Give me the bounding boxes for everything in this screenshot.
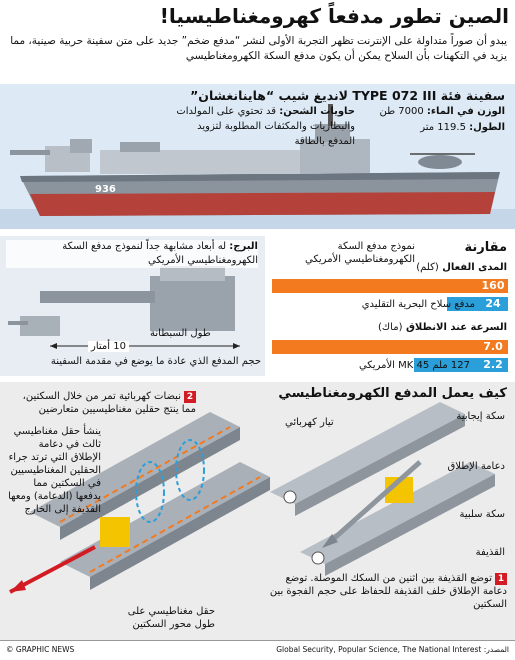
speed-conventional-value: 2.2 [478,358,508,372]
sources: المصدر: Global Security, Popular Science… [276,645,509,654]
range-railgun-value: 160 [478,279,508,293]
displacement-value: 7000 طن [379,106,424,117]
speed-conventional-bar [414,358,478,372]
range-conventional-value: 24 [478,297,508,311]
range-label: المدى الفعال [442,262,507,273]
negative-rail-label: سكة سلبية [459,509,505,520]
step-2b-text: ينشأ حقل مغناطيسي ثالث في دعامة الإطلاق … [8,426,101,515]
ordinary-gun-note: حجم المدفع الذي عادة ما يوضع في مقدمة ال… [50,356,261,367]
current-label: تيار كهربائي [285,417,334,428]
footer: © GRAPHIC NEWS المصدر: Global Security, … [0,640,515,660]
speed-railgun-bar [272,340,478,354]
turret-label: البرج: [229,241,258,252]
positive-rail-label: سكة إيجابية [456,411,505,422]
speed-unit: (ماك) [378,322,403,333]
railgun-model-label: نموذج مدفع السكة الكهرومغناطيسي الأمريكي [305,241,415,265]
step-2-text: نبضات كهربائية تمر من خلال السكتين، مما … [22,391,196,415]
sources-label: المصدر: [483,645,509,654]
step-1: 1توضع القذيفة بين اثنين من السكك الموصلة… [262,572,507,611]
cargo-text: قد تحتوي على المولدات والبطاريات والمكثف… [176,106,355,147]
ship-title: سفينة فئة TYPE 072 III لانديغ شيب “هاينا… [190,88,505,103]
sources-list: Global Security, Popular Science, The Na… [276,645,482,654]
railgun-diagram [9,402,495,594]
how-it-works-title: كيف يعمل المدفع الكهرومغناطيسي [278,386,507,401]
magnetic-field-label: حقل مغناطيسي على طول محور السكتين [127,606,215,630]
length-label: الطول: [469,122,505,133]
speed-row-label: السرعة عند الانطلاق (ماك) [378,322,507,333]
cargo-note: حاويات الشحن: قد تحتوي على المولدات والب… [170,104,355,149]
range-conventional-bar [447,297,478,311]
barrel-length-value: 10 أمتار [88,341,129,352]
ship-panel: 936 سفينة فئة TYPE 072 III لانديغ شيب “ه… [0,84,515,229]
hull-number: 936 [95,184,116,195]
length-value: 119.5 متر [420,122,466,133]
speed-label: السرعة عند الانطلاق [405,322,507,333]
turret-text: له أبعاد مشابهة جداً لنموذج مدفع السكة ا… [62,241,258,266]
projectile-label: القذيفة [475,547,505,558]
armature-label: دعامة الإطلاق [447,461,505,472]
displacement-label: الوزن في الماء: [426,106,505,117]
step-1-number: 1 [495,573,507,585]
headline: الصين تطور مدفعاً كهرومغناطيسيا! [159,4,509,28]
range-railgun-bar [272,279,478,293]
range-row-label: المدى الفعال (كلم) [416,262,507,273]
ship-length: الطول: 119.5 متر [420,122,505,133]
range-unit: (كلم) [416,262,439,273]
step-2-number: 2 [184,391,196,403]
barrel-length-label: طول السبطانة [150,328,211,339]
credit: © GRAPHIC NEWS [6,645,75,654]
how-it-works-panel [0,382,515,640]
turret-note: البرج: له أبعاد مشابهة جداً لنموذج مدفع … [6,240,258,268]
speed-railgun-value: 7.0 [478,340,508,354]
intro-paragraph: يبدو أن صوراً متداولة على الإنترنت تظهر … [10,35,507,62]
step-1-text: توضع القذيفة بين اثنين من السكك الموصلة.… [269,573,507,610]
step-2: 2نبضات كهربائية تمر من خلال السكتين، مما… [6,390,196,416]
cargo-label: حاويات الشحن: [279,106,355,117]
mk45-label: 127 ملم MK 45 الأمريكي [358,360,470,371]
gun-turret-illustration [8,266,240,349]
ship-displacement: الوزن في الماء: 7000 طن [379,106,505,117]
comparison-heading: مقارنة [464,240,507,255]
ship-illustration: 936 [0,104,515,229]
conventional-gun-label: مدفع سلاح البحرية التقليدي [361,299,475,310]
